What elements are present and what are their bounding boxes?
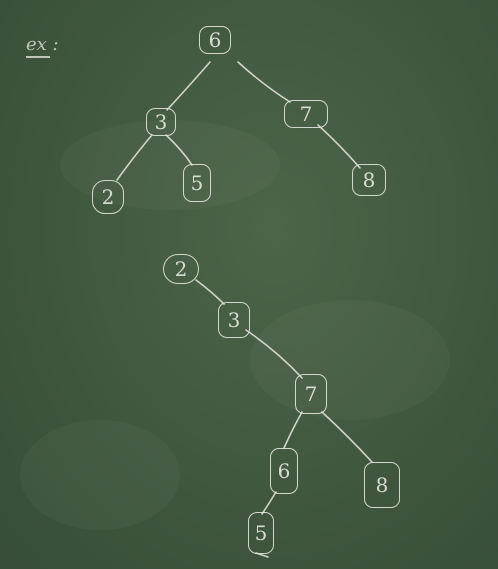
edge-7-8 [321,411,373,463]
tree-b-node-1: 2 [163,254,199,284]
example-label-text: ex : [26,34,59,55]
tree-a-node-right-right: 8 [352,164,386,196]
edge-6-5 [261,491,277,515]
edge-3-7 [245,329,303,379]
edge-6-7 [237,61,291,103]
tree-a-node-left: 3 [146,108,176,136]
tree-b-node-5: 8 [364,462,400,508]
tree-b-node-2: 3 [218,302,250,338]
tree-b-node-4: 6 [270,448,298,494]
tree-a-node-left-left: 2 [92,180,124,214]
tree-a-node-left-right: 5 [183,164,211,202]
tree-a-node-right: 7 [284,100,328,128]
example-label-underline [26,56,50,58]
tree-b-node-3: 7 [295,374,327,414]
edge-3-5 [165,134,193,166]
edge-6-3 [166,61,211,111]
tree-b-node-6: 5 [248,512,274,554]
tree-a-node-root: 6 [199,26,231,54]
edge-3-2 [116,134,153,181]
edge-7-8 [317,124,361,169]
example-label: ex : [26,34,59,58]
edge-7-6 [283,411,303,449]
edge-2-3 [195,279,225,305]
